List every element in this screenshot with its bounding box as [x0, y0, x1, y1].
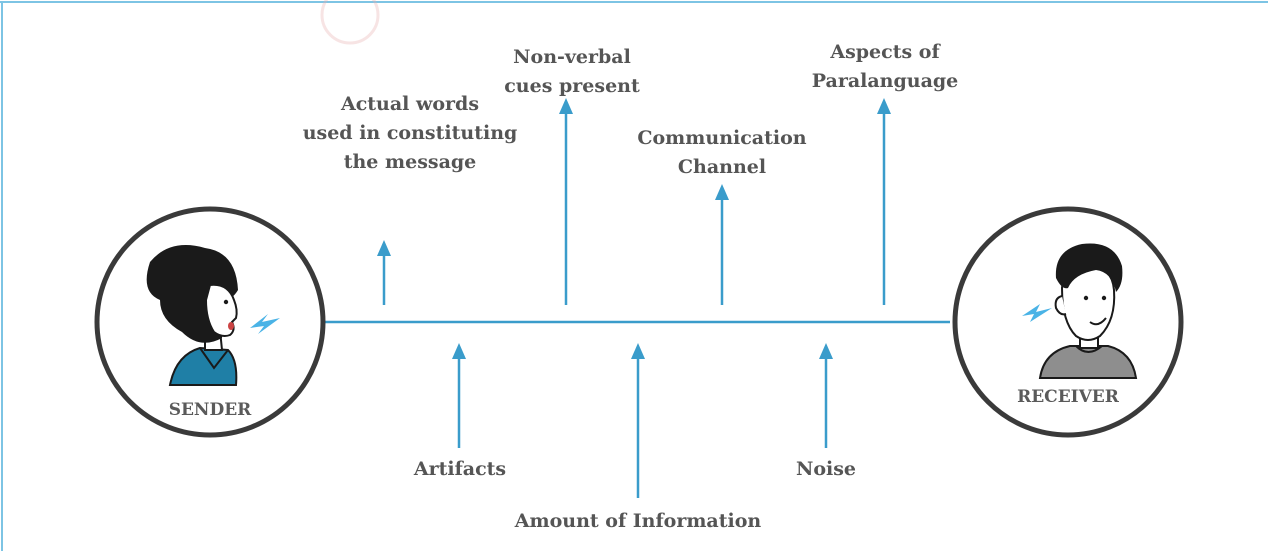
- label-noise-text: Noise: [795, 458, 857, 480]
- sender-node: SENDER: [94, 206, 326, 438]
- label-actual-words: Actual words used in constituting the me…: [303, 90, 518, 177]
- label-actual-words-line-3: the message: [343, 151, 477, 173]
- label-amount: Amount of Information: [515, 507, 761, 536]
- label-noise: Noise: [796, 455, 856, 484]
- arrow-amount: [631, 343, 645, 498]
- arrow-nonverbal: [559, 98, 573, 305]
- label-channel-line-2: Channel: [677, 156, 767, 178]
- arrow-actual-words: [377, 240, 391, 305]
- receiver-node: RECEIVER: [952, 206, 1184, 438]
- arrow-noise: [819, 343, 833, 448]
- label-amount-text: Amount of Information: [514, 510, 762, 532]
- arrow-channel: [715, 184, 729, 305]
- label-paralanguage-line-1: Aspects of: [830, 41, 940, 63]
- receiver-figure-icon: [1022, 243, 1138, 379]
- sender-figure-icon: [146, 245, 280, 386]
- sender-label: SENDER: [169, 400, 252, 420]
- label-nonverbal-line-2: cues present: [504, 75, 640, 97]
- receiver-label: RECEIVER: [1017, 387, 1120, 407]
- arrow-paralanguage: [877, 98, 891, 305]
- label-actual-words-line-1: Actual words: [340, 93, 480, 115]
- label-paralanguage: Aspects of Paralanguage: [812, 38, 959, 96]
- label-artifacts: Artifacts: [414, 455, 506, 484]
- label-channel-line-1: Communication: [637, 127, 807, 149]
- label-paralanguage-line-2: Paralanguage: [811, 70, 959, 92]
- label-actual-words-line-2: used in constituting: [302, 122, 518, 144]
- label-nonverbal-line-1: Non-verbal: [513, 46, 631, 68]
- watermark: [320, 0, 380, 45]
- arrow-artifacts: [452, 343, 466, 448]
- label-channel: Communication Channel: [637, 124, 806, 182]
- label-nonverbal: Non-verbal cues present: [504, 43, 640, 101]
- label-artifacts-text: Artifacts: [413, 458, 507, 480]
